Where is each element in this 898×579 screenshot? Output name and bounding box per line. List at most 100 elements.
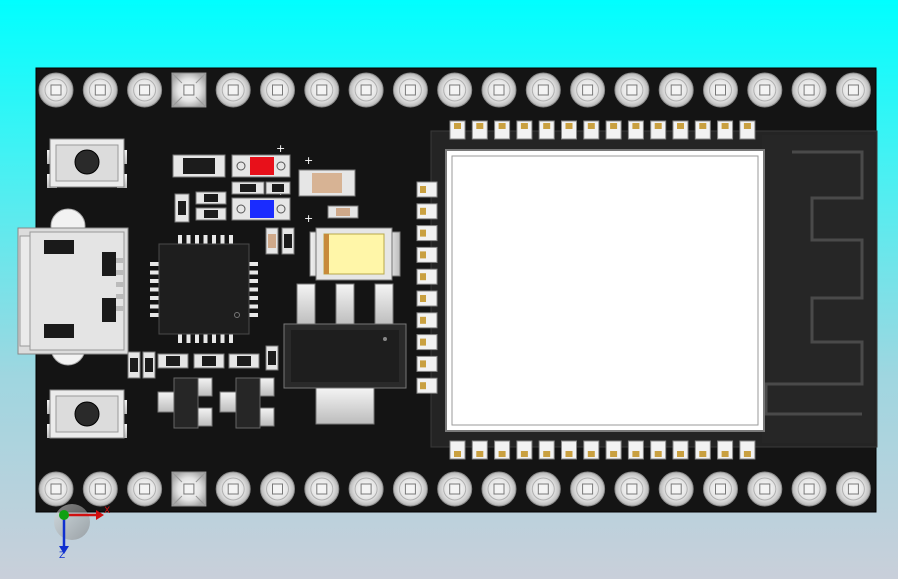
boot-button-plunger[interactable] <box>74 149 100 175</box>
module-top-pads <box>449 120 756 140</box>
header-pin[interactable] <box>747 471 783 507</box>
module-pad <box>538 120 555 140</box>
module-pad <box>416 334 438 351</box>
header-pin[interactable] <box>348 72 384 108</box>
header-pin[interactable] <box>437 471 473 507</box>
rf-shield-inner <box>451 155 759 426</box>
header-pin[interactable] <box>392 471 428 507</box>
header-pin[interactable] <box>127 471 163 507</box>
axes-triad[interactable]: X Z <box>54 504 110 561</box>
header-pin[interactable] <box>703 471 738 507</box>
header-pin[interactable] <box>260 471 295 507</box>
module-pad <box>416 355 438 372</box>
top-header-row <box>38 72 871 108</box>
module-pad <box>650 120 667 140</box>
header-pin[interactable] <box>437 72 473 108</box>
module-pad <box>739 440 756 460</box>
module-left-pads <box>416 181 438 394</box>
module-pad <box>538 440 555 460</box>
module-pad <box>494 440 511 460</box>
header-pin[interactable] <box>260 72 295 108</box>
module-pad <box>449 120 466 140</box>
led-red <box>231 154 291 178</box>
header-pin[interactable] <box>304 72 340 108</box>
diode-sot <box>172 154 226 178</box>
reset-button[interactable] <box>47 389 127 439</box>
boot-button[interactable] <box>47 138 127 188</box>
header-pin[interactable] <box>215 72 251 108</box>
voltage-regulator <box>283 283 407 425</box>
module-pad <box>471 120 488 140</box>
micro-usb-connector[interactable] <box>17 208 129 366</box>
header-pin[interactable] <box>747 72 783 108</box>
header-pin[interactable] <box>38 72 74 108</box>
module-pad <box>605 120 622 140</box>
module-pad <box>627 120 644 140</box>
module-pad <box>583 440 600 460</box>
ceramic-capacitor <box>298 169 356 197</box>
header-pin[interactable] <box>835 471 871 507</box>
module-bottom-pads <box>449 440 756 460</box>
polarity-mark: + <box>304 212 313 225</box>
led-blue <box>231 197 291 221</box>
header-pin[interactable] <box>171 471 207 507</box>
module-pad <box>416 225 438 242</box>
module-pad <box>516 120 533 140</box>
module-pad <box>605 440 622 460</box>
header-pin[interactable] <box>703 72 738 108</box>
module-pad <box>672 120 689 140</box>
header-pin[interactable] <box>791 72 827 108</box>
module-pad <box>416 203 438 220</box>
module-pad <box>561 120 577 140</box>
y-axis-dot <box>59 510 69 520</box>
header-pin[interactable] <box>525 72 561 108</box>
header-pin[interactable] <box>215 471 251 507</box>
module-pad <box>416 290 438 307</box>
header-pin[interactable] <box>171 72 207 108</box>
header-pin[interactable] <box>614 471 650 507</box>
antenna-trace <box>764 150 864 416</box>
reset-button-plunger[interactable] <box>74 401 100 427</box>
header-pin[interactable] <box>304 471 340 507</box>
polarity-mark: + <box>276 142 285 155</box>
header-pin[interactable] <box>614 72 650 108</box>
header-pin[interactable] <box>835 72 871 108</box>
bottom-header-row <box>38 471 871 507</box>
module-pad <box>627 440 644 460</box>
header-pin[interactable] <box>570 471 606 507</box>
module-pad <box>583 120 600 140</box>
module-pad <box>471 440 488 460</box>
z-axis-label: Z <box>59 551 65 561</box>
header-pin[interactable] <box>658 72 694 108</box>
module-pad <box>694 440 711 460</box>
header-pin[interactable] <box>791 471 827 507</box>
header-pin[interactable] <box>570 72 606 108</box>
header-pin[interactable] <box>348 471 384 507</box>
module-pad <box>650 440 667 460</box>
resistor-array <box>174 181 359 255</box>
header-pin[interactable] <box>82 72 118 108</box>
tantalum-capacitor <box>309 227 401 281</box>
module-pad <box>416 312 438 329</box>
module-pad <box>416 246 438 263</box>
transistor-q1 <box>157 377 213 429</box>
header-pin[interactable] <box>127 72 163 108</box>
header-pin[interactable] <box>82 471 118 507</box>
header-pin[interactable] <box>658 471 694 507</box>
module-pad <box>694 120 711 140</box>
header-pin[interactable] <box>481 471 517 507</box>
header-pin[interactable] <box>525 471 561 507</box>
usb-uart-chip[interactable] <box>150 235 258 343</box>
header-pin[interactable] <box>38 471 74 507</box>
antenna-area <box>762 135 874 443</box>
header-pin[interactable] <box>481 72 517 108</box>
resistor-row <box>127 345 279 379</box>
module-pad <box>739 120 756 140</box>
module-pad <box>561 440 577 460</box>
esp32-module[interactable] <box>416 120 878 460</box>
x-axis-label: X <box>104 506 110 516</box>
module-pad <box>717 120 734 140</box>
header-pin[interactable] <box>392 72 428 108</box>
transistor-q2 <box>219 377 275 429</box>
